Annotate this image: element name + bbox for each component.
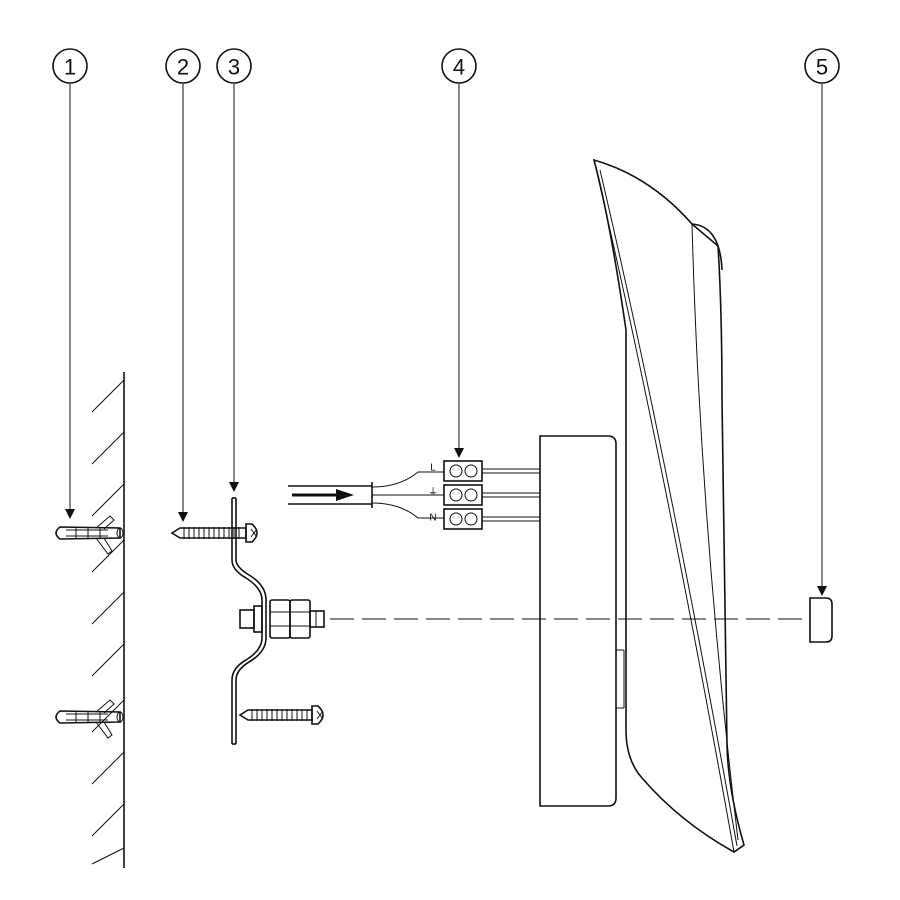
callout-number: 2 — [177, 55, 189, 80]
callout-number: 5 — [816, 55, 828, 80]
callout-number: 4 — [453, 55, 465, 80]
bolt-assembly — [239, 599, 325, 639]
callout-number: 3 — [228, 55, 240, 80]
wall-plug-lower — [55, 699, 124, 739]
curved-cover — [592, 158, 745, 853]
terminal-mark-neutral: N — [429, 513, 436, 524]
callout-5: 5 — [804, 48, 840, 84]
terminal-mark-earth: ⏚ — [428, 487, 438, 499]
supply-cable — [288, 471, 444, 519]
terminal-mark-live: L — [430, 463, 436, 474]
callout-3: 3 — [216, 48, 252, 84]
wall — [91, 372, 125, 868]
screw-lower — [238, 705, 324, 725]
callout-1: 1 — [52, 48, 88, 84]
callout-leaders — [65, 84, 827, 596]
callout-4: 4 — [441, 48, 477, 84]
callout-number: 1 — [64, 55, 76, 80]
housing-base — [539, 435, 625, 807]
terminal-block: L ⏚ N — [428, 460, 540, 530]
screw-upper — [170, 523, 258, 543]
wall-plug-upper — [55, 515, 124, 555]
callout-2: 2 — [165, 48, 201, 84]
end-cap — [809, 597, 833, 643]
mounting-bracket — [231, 497, 267, 745]
